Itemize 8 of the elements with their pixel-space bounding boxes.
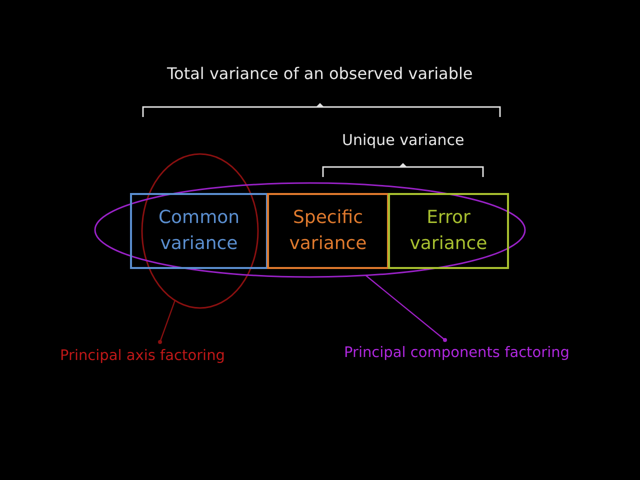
leader-line xyxy=(365,274,447,342)
callout-text: Principal axis factoring xyxy=(60,348,225,364)
ellipse-outline xyxy=(140,152,260,310)
leader-line xyxy=(158,300,176,344)
heading-text: Unique variance xyxy=(342,131,464,149)
heading-text: Total variance of an observed variable xyxy=(167,64,473,83)
ellipse-outline xyxy=(93,181,527,279)
callout-text: Principal components factoring xyxy=(344,345,570,361)
